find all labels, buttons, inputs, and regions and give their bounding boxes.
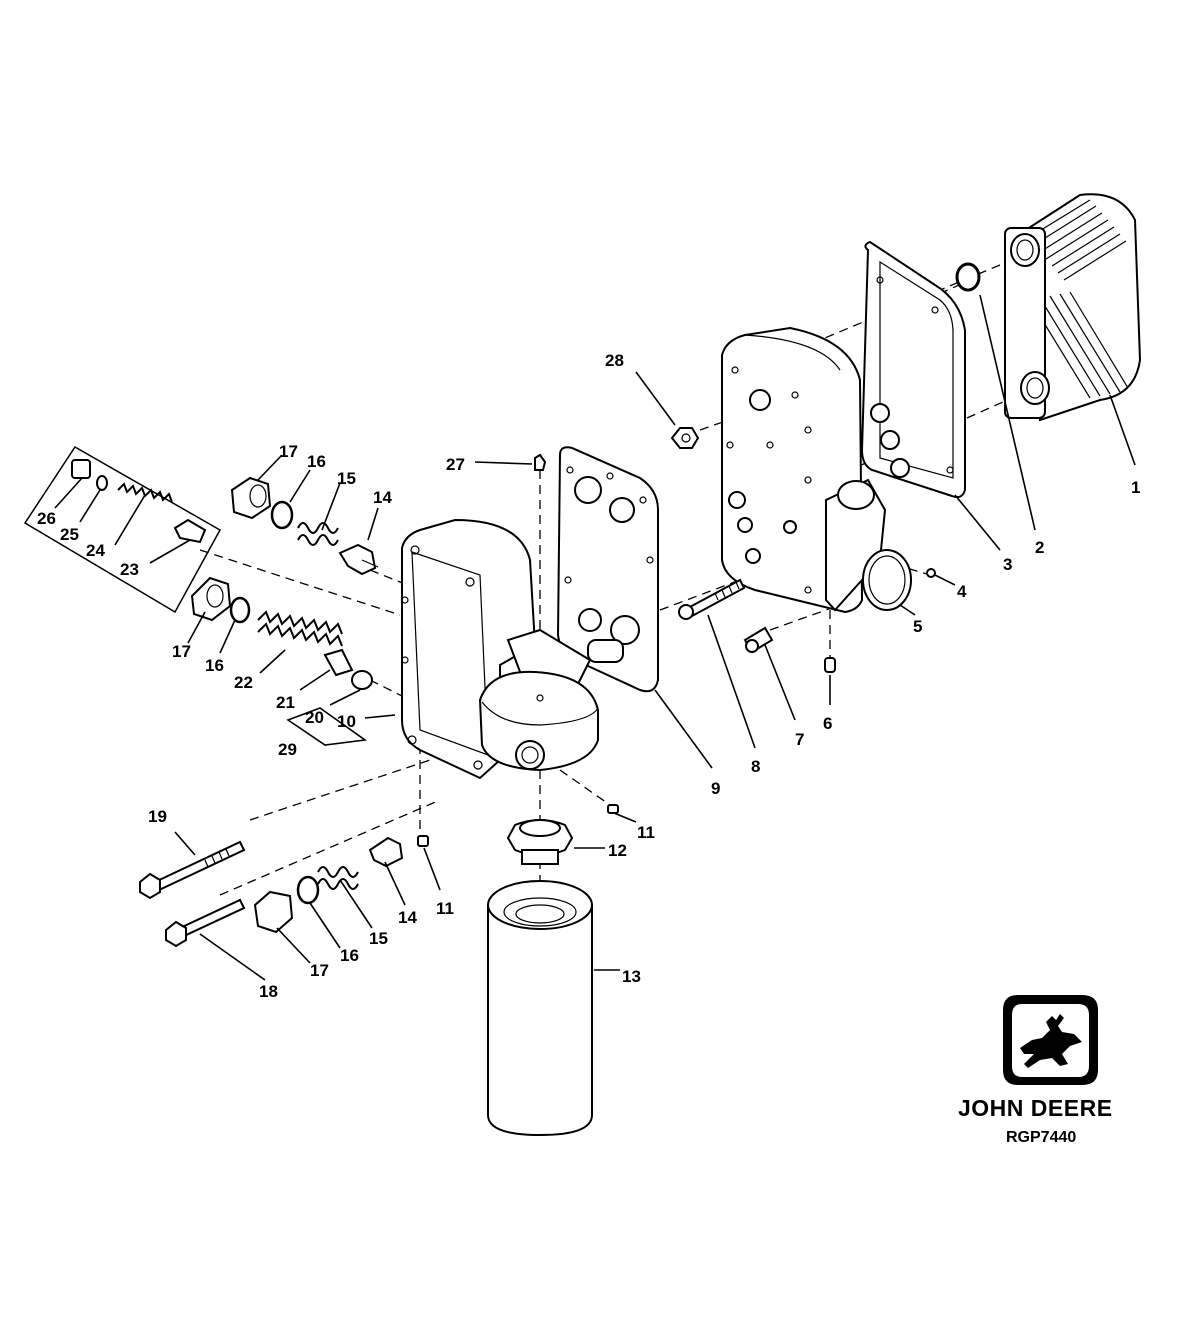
- oil-cooler-core: [1004, 193, 1142, 422]
- valve-piston-lower: [368, 836, 404, 868]
- callout-11-upper: 11: [637, 823, 655, 842]
- callout-labels: 1 2 3 4 5 6 7 8 9 10 11 11 12 13 14 14 1…: [37, 351, 1140, 1001]
- callout-12: 12: [608, 841, 627, 860]
- callout-15-lower: 15: [369, 929, 388, 948]
- cap-screw-short: [165, 898, 246, 948]
- leaping-deer-icon: [1020, 1014, 1082, 1068]
- elbow-fitting: [534, 453, 547, 471]
- spring-lower: [317, 866, 359, 890]
- plug-upper: [607, 804, 619, 814]
- callout-13: 13: [622, 967, 641, 986]
- callout-11-lower: 11: [436, 899, 454, 918]
- callout-16-upper: 16: [307, 452, 326, 471]
- adapter-gasket: [556, 446, 659, 693]
- spring-pin: [824, 657, 836, 673]
- callout-5: 5: [913, 617, 922, 636]
- callout-10: 10: [337, 712, 356, 731]
- callout-8: 8: [751, 757, 760, 776]
- filter-header-housing: [401, 518, 599, 780]
- callout-7: 7: [795, 730, 804, 749]
- callout-4: 4: [957, 582, 967, 601]
- hex-plug-lower: [253, 890, 294, 934]
- callout-1: 1: [1131, 478, 1140, 497]
- figure-id: RGP7440: [1006, 1129, 1076, 1146]
- callout-25: 25: [60, 525, 79, 544]
- valve-piston-upper: [338, 543, 379, 576]
- hex-nut: [670, 427, 700, 449]
- callout-22: 22: [234, 673, 253, 692]
- john-deere-logo: [1003, 995, 1098, 1085]
- callout-19: 19: [148, 807, 167, 826]
- cooler-cover-housing: [721, 326, 912, 614]
- callout-28: 28: [605, 351, 624, 370]
- o-ring-upper: [270, 500, 294, 530]
- plug-lower: [417, 835, 429, 847]
- small-plug: [926, 568, 936, 578]
- bypass-spring: [257, 610, 343, 647]
- callout-14-upper: 14: [373, 488, 392, 507]
- regulating-valve-kit: [23, 445, 222, 614]
- cooler-gasket: [860, 240, 966, 499]
- filter-nipple: [506, 819, 574, 865]
- oil-filter-element: [487, 880, 593, 1137]
- hex-plug-upper: [230, 476, 272, 520]
- callout-17-lower: 17: [310, 961, 329, 980]
- callout-16-middle: 16: [205, 656, 224, 675]
- callout-18: 18: [259, 982, 278, 1001]
- callout-17-upper: 17: [279, 442, 298, 461]
- callout-29: 29: [278, 740, 297, 759]
- cap-screw: [678, 578, 746, 620]
- spring-upper: [297, 522, 339, 546]
- callout-27: 27: [446, 455, 465, 474]
- callout-23: 23: [120, 560, 139, 579]
- o-ring-middle: [229, 596, 251, 624]
- valve-seat: [351, 670, 373, 690]
- callout-6: 6: [823, 714, 832, 733]
- callout-15-upper: 15: [337, 469, 356, 488]
- callout-26: 26: [37, 509, 56, 528]
- leader-lines: [54, 294, 1136, 981]
- callout-16-lower: 16: [340, 946, 359, 965]
- callout-21: 21: [276, 693, 295, 712]
- valve-body: [323, 648, 354, 677]
- callout-14-lower: 14: [398, 908, 417, 927]
- o-ring: [955, 262, 981, 292]
- callout-9: 9: [711, 779, 720, 798]
- cap-screw-long: [139, 840, 246, 900]
- callout-20: 20: [305, 708, 324, 727]
- fitting: [743, 626, 774, 654]
- callout-3: 3: [1003, 555, 1012, 574]
- callout-2: 2: [1035, 538, 1044, 557]
- o-ring-lower: [296, 875, 320, 905]
- callout-24: 24: [86, 541, 105, 560]
- hex-plug-middle: [190, 576, 232, 622]
- brand-name: JOHN DEERE: [958, 1095, 1113, 1121]
- callout-17-middle: 17: [172, 642, 191, 661]
